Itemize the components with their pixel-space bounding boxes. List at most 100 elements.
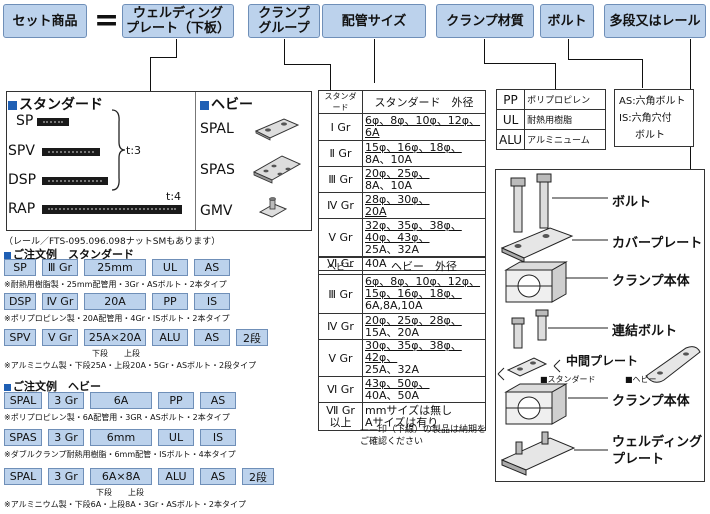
header-clamp-group: クランプグループ — [248, 4, 320, 38]
chip: IS — [200, 429, 236, 446]
chip: UL — [152, 259, 188, 276]
chip: Ⅴ Gr — [42, 329, 78, 346]
label-clamp-body-2: クランプ本体 — [612, 394, 690, 409]
group-cell: Ⅴ Gr — [318, 218, 363, 257]
rail-note: （レール／FTS-095.096.098ナットSMもあります） — [4, 237, 221, 247]
chip: 3 Gr — [48, 429, 84, 446]
material-code: PP — [495, 89, 526, 110]
header-set-product: セット商品 — [3, 4, 87, 38]
size-cell: 15φ、16φ、18φ、8A、10A — [362, 140, 486, 167]
plate-dsp-bar — [42, 177, 108, 185]
header-clamp-material: クランプ材質 — [436, 4, 534, 38]
size-cell: 30φ、35φ、38φ、42φ、25A、32A — [362, 339, 486, 377]
sub-lower: 下段 — [92, 349, 108, 358]
group-cell: Ⅳ Gr — [318, 192, 363, 219]
spas-plate-icon — [252, 155, 302, 184]
chip: SPV — [4, 329, 36, 346]
plate-spal-label: SPAL — [200, 121, 234, 137]
material-name: 耐熱用樹脂 — [524, 109, 606, 130]
material-name: ポリプロピレン — [524, 89, 606, 110]
order-desc: ※ポリプロピレン製・20A配管用・4Gr・ISボルト・2本タイプ — [4, 314, 230, 323]
group-cell: Ⅳ Gr — [318, 313, 363, 340]
header-welding-plate: ウェルディングプレート（下板） — [122, 4, 234, 38]
table-head: ヘビー — [318, 257, 363, 275]
plate-spv-bar — [42, 148, 100, 156]
chip: 3 Gr — [48, 392, 84, 409]
sub-lower: 下段 — [96, 488, 112, 497]
chip: IS — [194, 293, 230, 310]
chip: 2段 — [236, 329, 268, 346]
chip: PP — [158, 392, 194, 409]
order-desc: ※アルミニウム製・下段6A・上段8A・3Gr・ASボルト・2本タイプ — [4, 500, 246, 509]
chip: AS — [194, 259, 230, 276]
size-cell: 6φ、8φ、10φ、12φ、15φ、16φ、18φ、6A,8A,10A — [362, 274, 486, 314]
chip: ALU — [152, 329, 188, 346]
group-cell: Ⅰ Gr — [318, 113, 363, 141]
order-desc: ※耐熱用樹脂製・25mm配管用・3Gr・ASボルト・2本タイプ — [4, 280, 227, 289]
size-cell: 20φ、25φ、28φ、15A、20A — [362, 313, 486, 340]
chip: AS — [194, 329, 230, 346]
order-heavy-title: ご注文例 ヘビー — [4, 378, 101, 394]
chip: 6mm — [90, 429, 152, 446]
chip: AS — [200, 468, 236, 485]
blue-square-icon — [4, 251, 11, 259]
size-cell: 20φ、25φ、8A、10A — [362, 166, 486, 193]
chip: 25mm — [84, 259, 146, 276]
order-desc: ※ダブルクランプ耐熱用樹脂・6mm配管・ISボルト・4本タイプ — [4, 450, 236, 459]
label-clamp-body: クランプ本体 — [612, 274, 690, 289]
bolt-type-box: AS:六角ボルト IS:六角穴付 ボルト — [614, 89, 694, 147]
chip: 3 Gr — [48, 468, 84, 485]
spal-plate-icon — [254, 118, 300, 141]
label-cover-plate: カバープレート — [612, 236, 703, 251]
chip: 6A×8A — [90, 468, 152, 485]
group-cell: Ⅲ Gr — [318, 274, 363, 314]
chip: Ⅲ Gr — [42, 259, 78, 276]
sub-upper: 上段 — [128, 488, 144, 497]
chip: 20A — [84, 293, 146, 310]
size-cell: 6φ、8φ、10φ、12φ、6A — [362, 113, 486, 141]
material-code: UL — [495, 109, 526, 130]
heavy-title: ヘビー — [200, 94, 253, 114]
t4-label: t:4 — [166, 190, 182, 203]
plate-dsp-label: DSP — [8, 172, 37, 188]
chip: 6A — [90, 392, 152, 409]
standard-title: スタンダード — [8, 94, 103, 114]
size-cell: 43φ、50φ、40A、50A — [362, 376, 486, 403]
order-desc: ※ポリプロピレン製・6A配管用・3GR・ASボルト・2本タイプ — [4, 413, 230, 422]
group-cell: Ⅵ Gr — [318, 376, 363, 403]
chip: SPAL — [4, 392, 42, 409]
plate-gmv-label: GMV — [200, 203, 233, 219]
exploded-assembly-illustration — [497, 173, 701, 476]
label-connecting-bolt: 連結ボルト — [612, 324, 678, 339]
gmv-plate-icon — [258, 197, 288, 218]
blue-square-icon — [200, 100, 209, 110]
chip: DSP — [4, 293, 36, 310]
chip: 25A×20A — [84, 329, 146, 346]
material-code: ALU — [495, 129, 526, 150]
header-bolt: ボルト — [540, 4, 594, 38]
delivery-footnote: ——印（下線）の製品は納期をご確認ください — [360, 425, 487, 447]
label-heavy-mark: ■ヘビー — [625, 375, 657, 384]
label-bolt: ボルト — [612, 195, 652, 210]
plate-sp-bar — [37, 118, 69, 126]
blue-square-icon — [8, 100, 17, 110]
table-head: スタンダード 外径 — [362, 90, 486, 114]
size-cell: 28φ、30φ、20A — [362, 192, 486, 219]
chip: SPAL — [4, 468, 42, 485]
header-pipe-size: 配管サイズ — [322, 4, 426, 38]
table-head: ヘビー 外径 — [362, 257, 486, 275]
chip: 2段 — [242, 468, 274, 485]
exploded-diagram — [495, 169, 705, 482]
label-standard-mark: ■スタンダード — [540, 375, 596, 384]
group-cell: Ⅲ Gr — [318, 166, 363, 193]
sub-upper: 上段 — [124, 349, 140, 358]
chip: SPAS — [4, 429, 42, 446]
chip: AS — [200, 392, 236, 409]
chip: Ⅳ Gr — [42, 293, 78, 310]
plate-rap-bar — [42, 205, 182, 214]
